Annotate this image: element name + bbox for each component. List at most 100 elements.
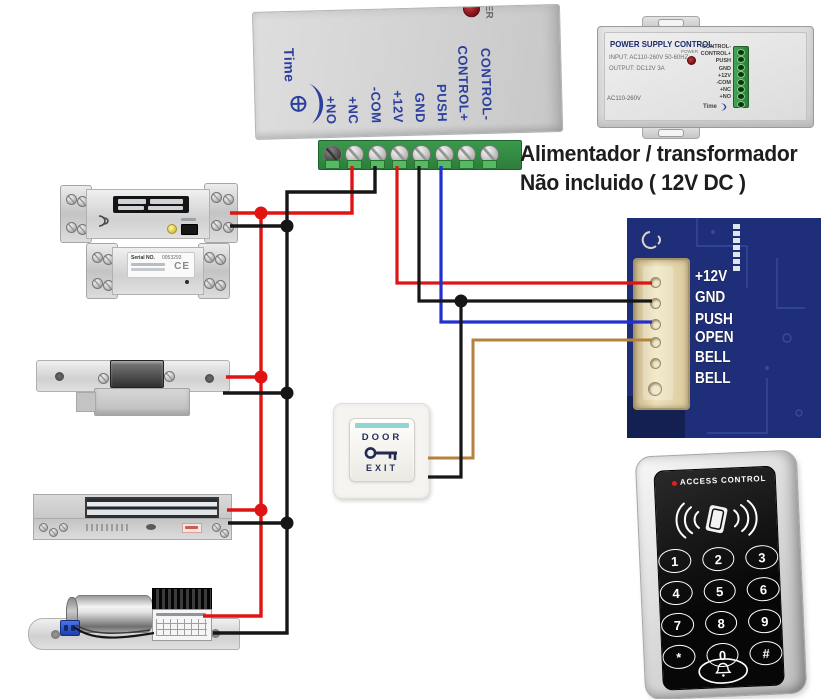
keypad-key-4: 4 — [659, 580, 693, 606]
terminal-label-control-plus: CONTROL+ — [454, 45, 472, 122]
maglock-screw — [49, 528, 58, 537]
adapter-time-label: Time — [703, 104, 717, 110]
bracket-screw — [223, 222, 234, 233]
power-supply-unit: ER Time +NO +NC -COM +12V GND PUSH CONTR… — [252, 3, 564, 140]
magnetic-lock — [33, 490, 233, 546]
plate-hole — [51, 630, 60, 639]
pcb-pin-label-gnd: GND — [695, 289, 726, 306]
lock-body-lower: Serial NO. 0053293 CE — [112, 247, 204, 295]
pcb-connector — [633, 258, 690, 410]
strip-hole — [738, 64, 744, 70]
adapter-terminal-label: PUSH — [715, 58, 731, 65]
lock-body-upper — [86, 189, 210, 239]
keypad-status-led — [671, 480, 678, 487]
adapter-rating: AC110-260V — [607, 96, 641, 102]
adapter-terminal-label: +12V — [718, 72, 731, 79]
pcb-pin-label-bell2: BELL — [695, 370, 731, 387]
strip-hole — [738, 57, 744, 63]
magnet-plate — [85, 497, 219, 520]
keypad-panel: ACCESS CONTROL 1 2 3 4 5 — [653, 465, 785, 691]
strip-hole — [738, 101, 744, 107]
adapter-spec-input: INPUT: AC110-260V 50-60HZ — [609, 55, 689, 61]
strike-screw — [164, 371, 175, 382]
strike-body — [94, 388, 190, 416]
status-led-yellow — [167, 224, 177, 234]
terminal-pin — [482, 160, 497, 169]
ce-mark: CE — [174, 261, 190, 272]
brand-logo — [98, 215, 109, 227]
wire-red-nc-to-bus — [230, 166, 354, 215]
pcb-pin-label-open: OPEN — [695, 329, 734, 346]
adapter-terminal-label: -COM — [716, 80, 731, 87]
adapter-power-led — [687, 56, 696, 65]
mounting-tab — [642, 125, 700, 139]
terminal-pin — [347, 160, 362, 169]
keypad-key-2: 2 — [701, 546, 736, 572]
key-icon — [364, 447, 397, 460]
bracket-screw — [223, 194, 234, 205]
strike-screw — [98, 373, 109, 384]
terminal-pin — [325, 160, 340, 169]
pcb-pin-label-bell1: BELL — [695, 349, 731, 366]
pcb-pin-label-12v: +12V — [695, 268, 728, 285]
maglock-screw — [39, 523, 48, 532]
bracket-screw — [215, 254, 226, 265]
keypad-key-1: 1 — [657, 548, 692, 574]
strip-hole — [738, 72, 744, 78]
caption-line1: Alimentador / transformador — [520, 141, 798, 166]
maglock-screw — [220, 529, 229, 538]
adapter-power-label: POWER — [681, 49, 699, 54]
exit-button-face: DOOR EXIT — [349, 418, 415, 482]
black-wires — [213, 166, 652, 635]
strip-hole — [738, 94, 744, 100]
bracket-screw — [92, 278, 103, 289]
power-adapter: POWER SUPPLY CONTROL INPUT: AC110-260V 5… — [597, 16, 814, 139]
plate-hole — [55, 372, 64, 381]
keypad-key-8: 8 — [704, 610, 738, 636]
keypad-key-9: 9 — [747, 608, 782, 634]
adapter-terminal-labels: CONTROL- CONTROL+ PUSH GND +12V -COM +NC… — [689, 44, 731, 102]
terminal-label-no: +NO — [323, 96, 339, 126]
adapter-time-icon — [721, 103, 727, 111]
terminal-label-push: PUSH — [433, 83, 450, 123]
connector-hole — [648, 382, 662, 396]
serial-label: Serial NO. 0053293 CE — [127, 252, 195, 278]
keypad-key-6: 6 — [746, 576, 781, 602]
bracket-screw — [66, 222, 77, 233]
keypad-key-star: * — [662, 644, 696, 670]
exit-label-exit: EXIT — [365, 463, 398, 473]
terminal-pin — [414, 160, 429, 169]
panel-dot — [185, 280, 189, 284]
exit-button-stripe — [355, 423, 409, 428]
oval-hole — [146, 524, 156, 530]
adapter-terminal-label: CONTROL+ — [700, 51, 731, 58]
bracket-screw — [211, 192, 222, 203]
strike-latch — [110, 360, 164, 388]
electric-strike-lock — [36, 356, 232, 418]
adapter-terminal-label: +NO — [719, 94, 731, 101]
caption-line2: Não incluido ( 12V DC ) — [520, 170, 746, 195]
strip-hole — [738, 79, 744, 85]
strip-hole — [738, 50, 744, 55]
bracket-screw — [215, 280, 226, 291]
doorbell-button — [698, 658, 748, 684]
pcb-board: +12V GND PUSH OPEN BELL BELL — [627, 218, 821, 438]
plate-hole — [205, 374, 214, 383]
strike-step — [76, 392, 96, 412]
terminal-label-control-minus: CONTROL- — [478, 48, 495, 122]
warning-label — [182, 523, 202, 533]
time-adjust-icon — [290, 83, 324, 124]
adapter-terminal-label: CONTROL- — [701, 44, 731, 50]
bracket-screw — [211, 220, 222, 231]
maglock-front — [33, 518, 232, 540]
serial-label-text: Serial NO. — [131, 255, 155, 261]
bracket-screw — [92, 252, 103, 263]
plate-hole — [211, 629, 220, 638]
wire-black-gnd-to-exit — [428, 301, 463, 479]
bracket-screw — [204, 278, 215, 289]
serial-number: 0053293 — [162, 255, 182, 261]
exit-label-door: DOOR — [361, 432, 403, 443]
keypad-key-7: 7 — [660, 612, 695, 638]
model-label — [113, 196, 189, 213]
